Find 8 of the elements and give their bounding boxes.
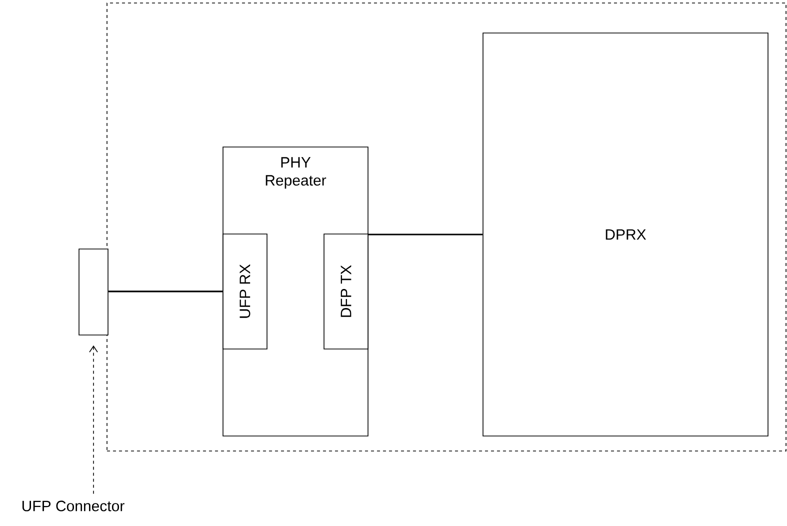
transmitter-box: DFP TX — [324, 234, 368, 350]
receiver-box: UFP RX — [222, 234, 268, 350]
connector-label: UFP Connector — [22, 500, 124, 512]
leader-line — [89, 345, 98, 494]
connection-line — [108, 290, 223, 292]
receiver-block: DPRX — [482, 32, 768, 436]
connection-line — [368, 234, 483, 236]
connector-box — [78, 248, 108, 336]
